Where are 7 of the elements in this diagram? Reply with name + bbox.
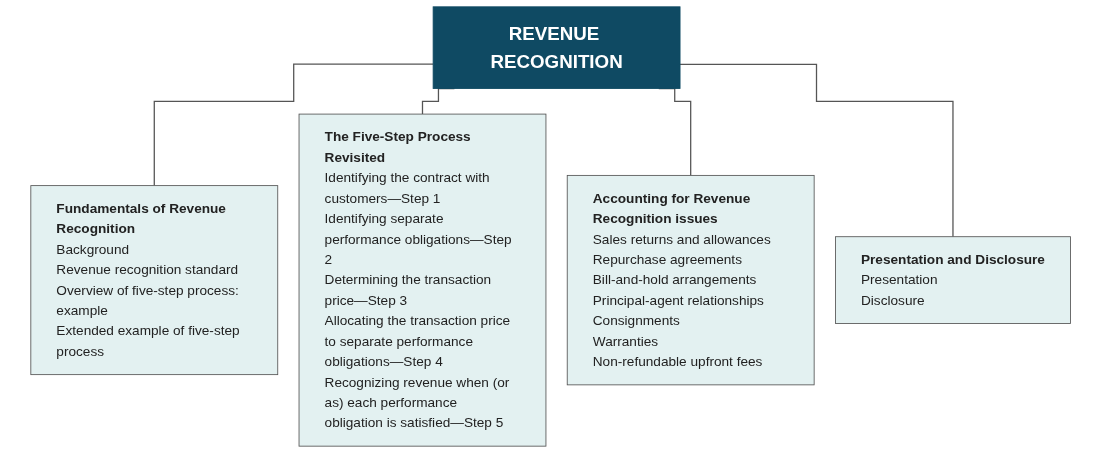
node-box: The Five-Step Process Revisited Identifying the contract with customers—Step 1 Identifying separate performance obligations—Step 2 Determining the transaction price—Step 3 Allocating the transaction price to separate performance obligations—Step 4 Recognizing revenue when (or as) each performance obligation is satisfied—Step 5 <box>298 113 547 447</box>
node-box: REVENUE RECOGNITION <box>432 6 681 89</box>
connector <box>153 63 434 187</box>
node-box: Presentation and Disclosure Presentation Disclosure <box>834 236 1071 324</box>
node-box: Fundamentals of Revenue Recognition Background Revenue recognition standard Overview of five-step process: example Extended example of five-step process <box>30 185 278 376</box>
connector <box>679 63 954 238</box>
node-box: Accounting for Revenue Recognition issues Sales returns and allowances Repurchase agreements Bill-and-hold arrangements Principal-agent relationships Consignments Warranties Non-refundable upfront fees <box>566 174 815 386</box>
